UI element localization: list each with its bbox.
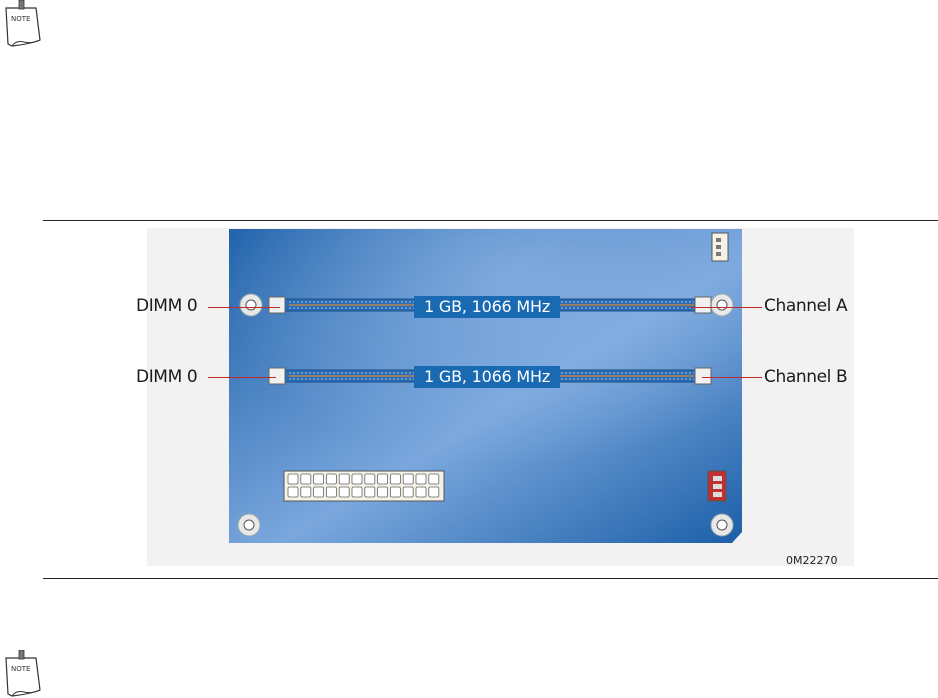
channel-a-label: Channel A xyxy=(764,296,848,316)
atx-pin xyxy=(389,486,401,498)
leader-line xyxy=(208,377,276,378)
atx-pin xyxy=(351,486,363,498)
leader-line xyxy=(208,307,280,308)
atx-pin xyxy=(415,486,427,498)
atx-pin xyxy=(338,486,350,498)
atx-pin xyxy=(377,486,389,498)
figure-id: 0M22270 xyxy=(786,554,838,567)
atx-pin xyxy=(300,486,312,498)
leader-line xyxy=(702,377,762,378)
atx-pin xyxy=(389,473,401,485)
fan-header xyxy=(711,232,729,262)
atx-pin xyxy=(300,473,312,485)
atx-pin xyxy=(364,486,376,498)
leader-line xyxy=(690,307,762,308)
mounting-hole xyxy=(237,513,261,537)
atx-pin xyxy=(287,486,299,498)
atx-pin xyxy=(351,473,363,485)
mounting-hole xyxy=(710,293,734,317)
atx-pin xyxy=(287,473,299,485)
note-icon-label: NOTE xyxy=(11,15,30,23)
atx-pin xyxy=(428,473,440,485)
atx-pin xyxy=(313,486,324,498)
dimm-label-channel-b: DIMM 0 xyxy=(136,367,198,387)
atx-pin xyxy=(313,473,324,485)
note-icon: NOTE xyxy=(5,0,41,47)
atx-pin xyxy=(377,473,389,485)
atx-power-connector xyxy=(283,470,445,502)
atx-pin xyxy=(402,473,414,485)
atx-pin xyxy=(364,473,376,485)
figure-top-rule xyxy=(43,220,938,221)
atx-pin xyxy=(402,486,414,498)
atx-pin xyxy=(338,473,350,485)
figure-bottom-rule xyxy=(43,578,938,579)
atx-pin xyxy=(428,486,440,498)
dimm-label-channel-a: DIMM 0 xyxy=(136,296,198,316)
module-label-channel-b: 1 GB, 1066 MHz xyxy=(414,366,561,388)
mounting-hole xyxy=(239,293,263,317)
module-label-channel-a: 1 GB, 1066 MHz xyxy=(414,296,561,318)
atx-pin xyxy=(326,473,337,485)
power-header xyxy=(707,470,727,502)
mounting-hole xyxy=(710,513,734,537)
atx-pin xyxy=(326,486,337,498)
note-icon-label: NOTE xyxy=(11,665,30,673)
note-icon: NOTE xyxy=(5,650,41,697)
channel-b-label: Channel B xyxy=(764,367,848,387)
atx-pin xyxy=(415,473,427,485)
